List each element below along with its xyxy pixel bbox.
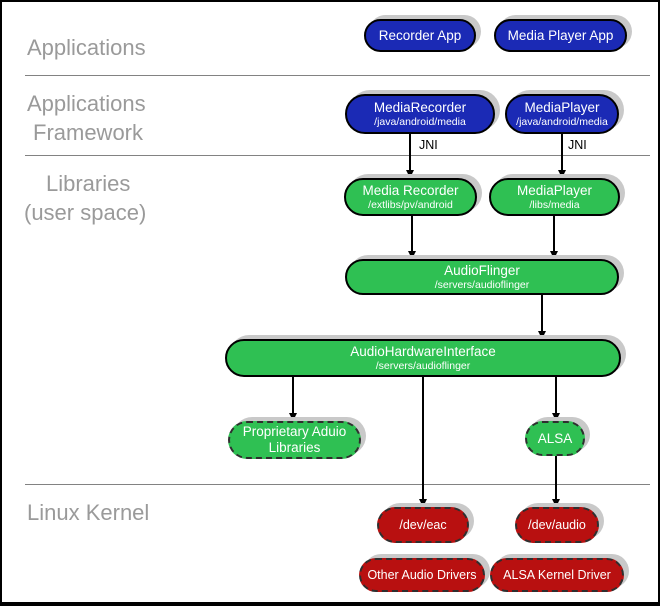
layer-label-framework-line2: Framework bbox=[33, 120, 144, 145]
node-recorder-app: Recorder App bbox=[364, 19, 476, 52]
node-mediarecorder-framework-label: MediaRecorder bbox=[373, 100, 467, 116]
node-audioflinger-label: AudioFlinger bbox=[444, 263, 520, 279]
connector-ahi-alsa-arrowhead bbox=[552, 413, 560, 421]
node-mediarecorder-framework-path: /java/android/media bbox=[374, 115, 466, 128]
layer-label-applications-framework: Applications Framework bbox=[27, 89, 146, 147]
node-proprietary-audio-libraries: Proprietary Aduio Libraries bbox=[228, 421, 361, 459]
connector-ahi-proprietary-line bbox=[292, 377, 294, 413]
jni-label-right: JNI bbox=[568, 138, 587, 152]
divider-applications-framework bbox=[25, 75, 650, 76]
node-mediaplayer-framework-label: MediaPlayer bbox=[524, 100, 600, 116]
node-alsa: ALSA bbox=[525, 421, 585, 456]
layer-label-libraries: Libraries (user space) bbox=[24, 169, 146, 227]
connector-ahi-alsa-line bbox=[555, 377, 557, 413]
node-alsa-kernel-driver-label: ALSA Kernel Driver bbox=[503, 567, 611, 582]
node-other-audio-drivers-label: Other Audio Drivers bbox=[367, 567, 477, 582]
connector-mediarecorderlib-audioflinger-arrowhead bbox=[408, 251, 416, 259]
layer-label-framework-line1: Applications bbox=[27, 91, 146, 116]
node-media-player-app-label: Media Player App bbox=[507, 27, 614, 43]
connector-mediarecorderlib-audioflinger-line bbox=[411, 216, 413, 251]
node-audiohardwareinterface: AudioHardwareInterface /servers/audiofli… bbox=[225, 339, 621, 377]
connector-alsa-devaudio-line bbox=[555, 456, 557, 499]
node-dev-eac-label: /dev/eac bbox=[399, 517, 447, 532]
node-audioflinger: AudioFlinger /servers/audioflinger bbox=[345, 259, 619, 295]
node-audiohardwareinterface-path: /servers/audioflinger bbox=[375, 359, 471, 372]
node-mediaplayer-lib-label: MediaPlayer bbox=[516, 183, 593, 199]
node-media-recorder-lib-path: /extlibs/pv/android bbox=[368, 198, 453, 211]
connector-mediaplayerlib-audioflinger-line bbox=[553, 216, 555, 251]
connector-mediaplayer-jni-line bbox=[561, 133, 563, 170]
node-alsa-label: ALSA bbox=[537, 430, 573, 446]
node-dev-eac: /dev/eac bbox=[377, 507, 469, 543]
connector-ahi-deveac-line bbox=[422, 377, 424, 499]
jni-label-left: JNI bbox=[419, 138, 438, 152]
connector-audioflinger-ahi-arrowhead bbox=[538, 331, 546, 339]
connector-audioflinger-ahi-line bbox=[541, 295, 543, 331]
node-mediaplayer-framework: MediaPlayer /java/android/media bbox=[505, 94, 619, 134]
node-mediarecorder-framework: MediaRecorder /java/android/media bbox=[345, 94, 495, 134]
node-audiohardwareinterface-label: AudioHardwareInterface bbox=[350, 344, 496, 360]
node-alsa-kernel-driver: ALSA Kernel Driver bbox=[490, 558, 624, 592]
node-proprietary-audio-libraries-label: Proprietary Aduio Libraries bbox=[242, 424, 347, 455]
connector-mediarecorder-jni-arrowhead bbox=[406, 170, 414, 178]
node-dev-audio-label: /dev/audio bbox=[528, 517, 586, 532]
node-recorder-app-label: Recorder App bbox=[378, 27, 462, 43]
node-mediaplayer-lib-path: /libs/media bbox=[529, 198, 580, 211]
node-dev-audio: /dev/audio bbox=[515, 507, 599, 543]
node-other-audio-drivers: Other Audio Drivers bbox=[359, 558, 485, 592]
node-media-recorder-lib: Media Recorder /extlibs/pv/android bbox=[344, 178, 477, 216]
node-mediaplayer-lib: MediaPlayer /libs/media bbox=[489, 178, 620, 216]
connector-mediaplayer-jni-arrowhead bbox=[558, 170, 566, 178]
layer-label-libraries-line2: (user space) bbox=[24, 200, 147, 225]
node-media-player-app: Media Player App bbox=[494, 19, 627, 52]
connector-mediarecorder-jni-line bbox=[409, 133, 411, 170]
connector-mediaplayerlib-audioflinger-arrowhead bbox=[550, 251, 558, 259]
node-mediaplayer-framework-path: /java/android/media bbox=[516, 115, 608, 128]
node-media-recorder-lib-label: Media Recorder bbox=[362, 183, 459, 199]
layer-label-libraries-line1: Libraries bbox=[46, 171, 131, 196]
connector-ahi-proprietary-arrowhead bbox=[289, 413, 297, 421]
divider-libraries-kernel bbox=[25, 484, 650, 485]
layer-label-applications: Applications bbox=[27, 35, 146, 60]
divider-framework-libraries bbox=[25, 155, 650, 156]
layer-label-linux-kernel: Linux Kernel bbox=[27, 500, 150, 525]
node-audioflinger-path: /servers/audioflinger bbox=[434, 278, 530, 291]
connector-alsa-devaudio-arrowhead bbox=[552, 499, 560, 507]
connector-ahi-deveac-arrowhead bbox=[419, 499, 427, 507]
